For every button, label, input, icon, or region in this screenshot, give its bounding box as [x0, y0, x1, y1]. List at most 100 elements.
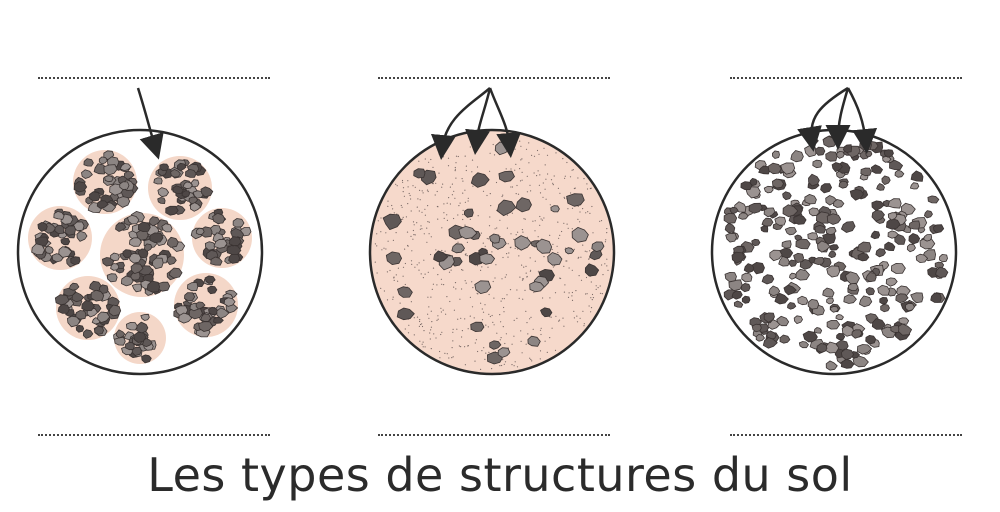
speckle	[440, 311, 442, 313]
soil-particle	[731, 251, 746, 264]
speckle	[483, 347, 485, 349]
speckle	[489, 216, 491, 218]
speckle	[539, 215, 541, 218]
speckle	[558, 319, 561, 321]
speckle	[554, 292, 557, 294]
aggregate-grain	[114, 337, 126, 346]
soil-particle	[782, 204, 799, 218]
aggregate-grain	[185, 169, 197, 178]
speckle	[549, 234, 551, 236]
soil-particle	[825, 360, 838, 371]
aggregate-grain	[216, 307, 230, 319]
speckle	[392, 296, 394, 298]
speckle	[571, 295, 573, 297]
soil-particle	[825, 195, 838, 206]
speckle	[567, 296, 570, 298]
speckle	[544, 164, 546, 166]
aggregate-grain	[141, 354, 152, 364]
embedded-stone	[458, 225, 478, 240]
speckle	[402, 266, 405, 268]
soil-particle	[781, 240, 792, 249]
speckle	[450, 269, 452, 271]
speckle	[502, 256, 504, 259]
aggregate-grain	[187, 281, 199, 292]
soil-particle	[787, 302, 797, 310]
soil-particle	[813, 257, 825, 265]
speckle	[502, 359, 504, 361]
speckle	[422, 346, 424, 348]
speckle	[457, 155, 459, 158]
speckle	[462, 192, 464, 194]
speckle	[414, 186, 416, 188]
speckle	[448, 357, 450, 359]
embedded-stone	[514, 235, 532, 251]
speckle	[485, 352, 487, 354]
speckle	[521, 171, 523, 173]
speckle	[454, 197, 456, 199]
aggregate-grain	[226, 244, 242, 255]
speckle	[419, 228, 421, 230]
soil-particle	[870, 230, 881, 240]
speckle	[410, 198, 412, 200]
speckle	[419, 320, 421, 323]
speckle	[476, 265, 478, 267]
speckle	[491, 251, 493, 253]
soil-particle	[865, 287, 875, 296]
speckle	[505, 333, 507, 335]
speckle	[418, 262, 420, 264]
aggregate-grain	[228, 236, 242, 246]
speckle	[567, 227, 569, 229]
speckle	[436, 319, 438, 321]
soil-particle	[870, 164, 883, 174]
speckle	[495, 264, 497, 266]
soil-particle	[880, 303, 890, 313]
speckle	[474, 360, 476, 362]
speckle	[550, 179, 553, 181]
aggregate-grain	[121, 275, 134, 287]
speckle	[436, 205, 438, 208]
panel-aggregated-structure	[16, 87, 264, 376]
speckle	[511, 186, 514, 188]
speckle	[500, 321, 502, 323]
speckle	[541, 219, 544, 221]
speckle	[428, 221, 430, 223]
speckle	[427, 271, 429, 273]
speckle	[539, 192, 542, 194]
speckle	[455, 162, 457, 164]
speckle	[530, 190, 532, 192]
speckle	[493, 297, 495, 299]
soil-particle	[836, 151, 845, 159]
soil-particle	[908, 220, 921, 230]
speckle	[487, 266, 489, 268]
speckle	[395, 232, 397, 234]
speckle	[400, 204, 402, 207]
speckle	[406, 231, 409, 233]
answer-line-bottom-1	[38, 434, 270, 436]
speckle	[439, 350, 441, 353]
speckle	[510, 168, 512, 170]
speckle	[454, 166, 456, 169]
speckle	[515, 234, 517, 236]
aggregate-grain	[130, 263, 144, 274]
speckle	[440, 278, 442, 280]
speckle	[591, 299, 593, 301]
speckle	[582, 310, 584, 312]
speckle	[557, 187, 560, 189]
soil-particle	[838, 180, 849, 189]
soil-particle	[875, 248, 886, 258]
speckle	[405, 216, 407, 218]
soil-particle	[826, 265, 840, 278]
soil-particle	[740, 181, 753, 190]
speckle	[421, 228, 423, 230]
embedded-stone	[413, 168, 426, 179]
speckle	[410, 210, 412, 212]
speckle	[461, 336, 463, 338]
speckle	[387, 205, 389, 207]
speckle	[449, 300, 451, 303]
speckle	[511, 212, 513, 214]
embedded-stone	[489, 340, 502, 350]
aggregate-grain	[178, 312, 193, 324]
soil-particle	[798, 341, 809, 349]
aggregate-grain	[182, 181, 193, 189]
